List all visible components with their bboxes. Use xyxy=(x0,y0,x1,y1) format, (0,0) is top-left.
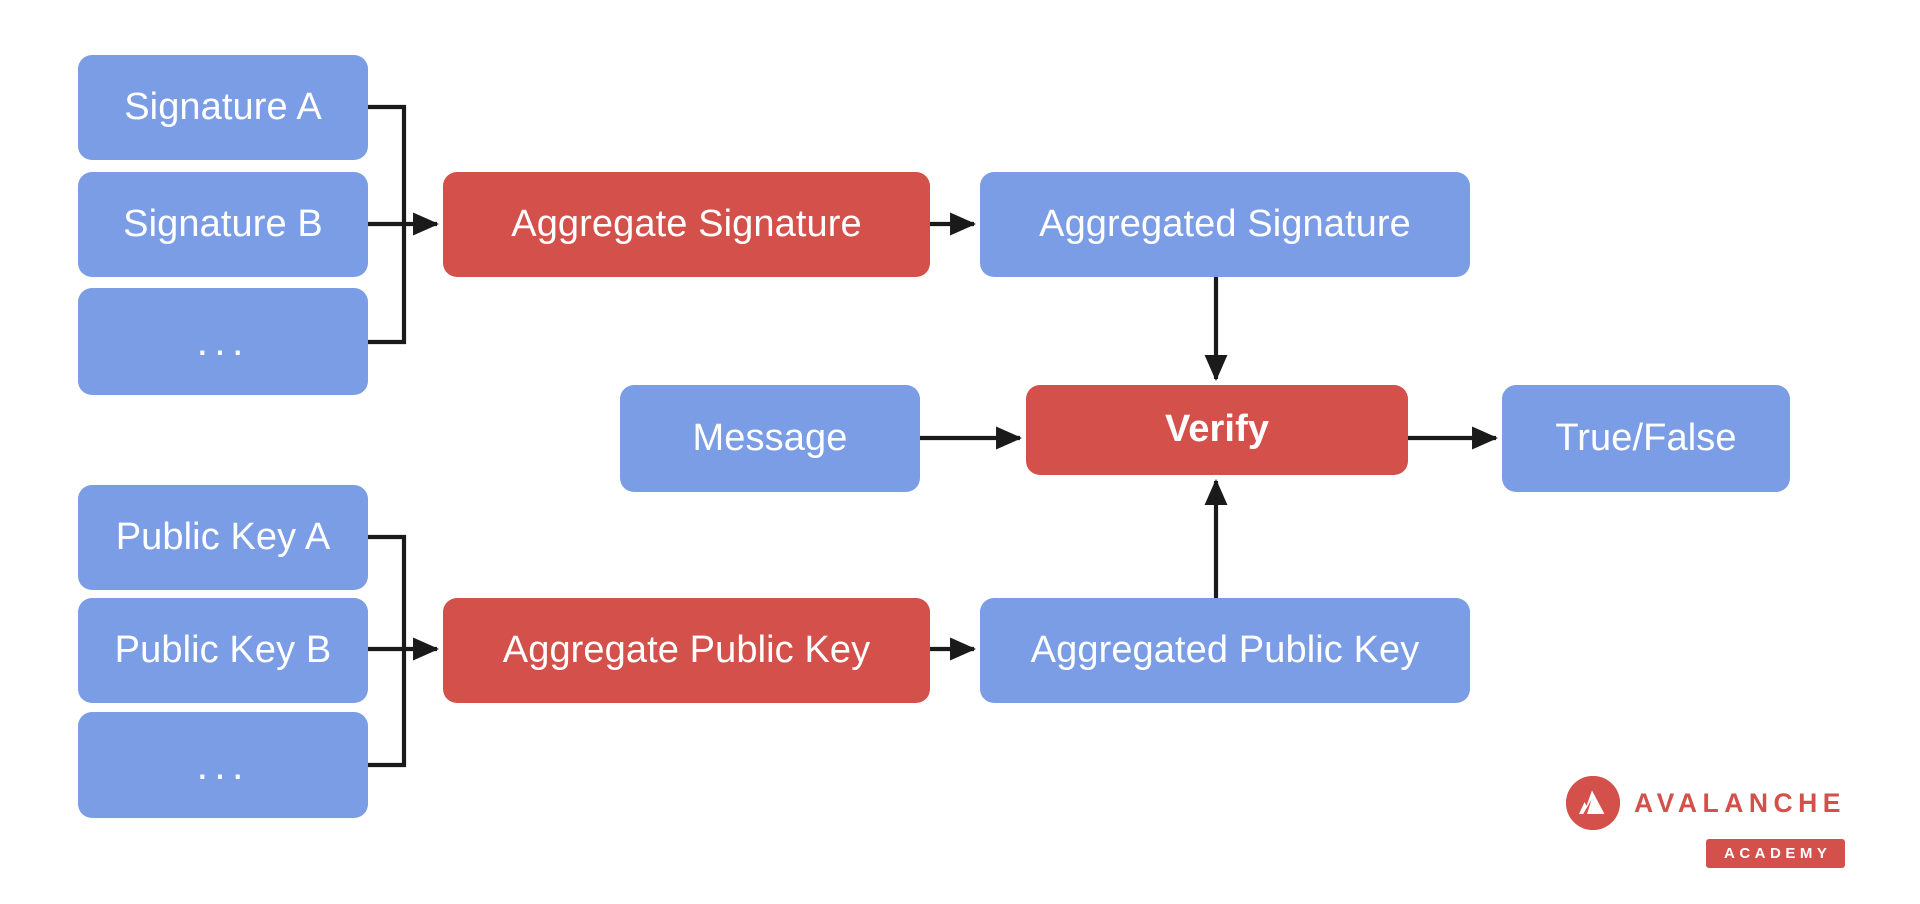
node-result-label: True/False xyxy=(1555,416,1737,459)
academy-badge: ACADEMY xyxy=(1706,839,1846,868)
logo-row: AVALANCHE xyxy=(1566,776,1886,830)
node-aggregated-public-key[interactable]: Aggregated Public Key xyxy=(980,598,1470,703)
node-signature-a[interactable]: Signature A xyxy=(78,55,368,160)
node-public-key-more-label: ... xyxy=(196,740,250,788)
node-signature-more[interactable]: ... xyxy=(78,288,368,395)
node-public-key-a-label: Public Key A xyxy=(115,515,331,558)
node-verify-label: Verify xyxy=(1164,408,1270,451)
node-aggregate-signature-label: Aggregate Signature xyxy=(511,202,862,245)
node-aggregate-signature[interactable]: Aggregate Signature xyxy=(443,172,930,277)
node-signature-b-label: Signature B xyxy=(123,202,323,245)
avalanche-wordmark: AVALANCHE xyxy=(1634,787,1846,818)
node-verify[interactable]: Verify xyxy=(1026,385,1408,475)
avalanche-academy-logo: AVALANCHE ACADEMY xyxy=(1566,776,1886,868)
node-public-key-b-label: Public Key B xyxy=(114,628,332,671)
node-signature-more-label: ... xyxy=(196,317,250,365)
node-aggregate-public-key-label: Aggregate Public Key xyxy=(502,628,871,671)
node-signature-b[interactable]: Signature B xyxy=(78,172,368,277)
node-aggregate-public-key[interactable]: Aggregate Public Key xyxy=(443,598,930,703)
node-message[interactable]: Message xyxy=(620,385,920,492)
wire-public-key-more xyxy=(368,649,407,768)
node-message-label: Message xyxy=(692,416,848,459)
avalanche-mark-icon xyxy=(1566,776,1620,830)
wire-public-key-a xyxy=(368,534,407,649)
wire-signature-a xyxy=(368,104,407,224)
node-aggregated-signature-label: Aggregated Signature xyxy=(1039,202,1411,245)
node-public-key-b[interactable]: Public Key B xyxy=(78,598,368,703)
node-result[interactable]: True/False xyxy=(1502,385,1790,492)
node-signature-a-label: Signature A xyxy=(124,85,322,128)
node-public-key-more[interactable]: ... xyxy=(78,712,368,818)
wire-signature-more xyxy=(368,224,407,345)
node-aggregated-public-key-label: Aggregated Public Key xyxy=(1030,628,1420,671)
node-aggregated-signature[interactable]: Aggregated Signature xyxy=(980,172,1470,277)
node-public-key-a[interactable]: Public Key A xyxy=(78,485,368,590)
